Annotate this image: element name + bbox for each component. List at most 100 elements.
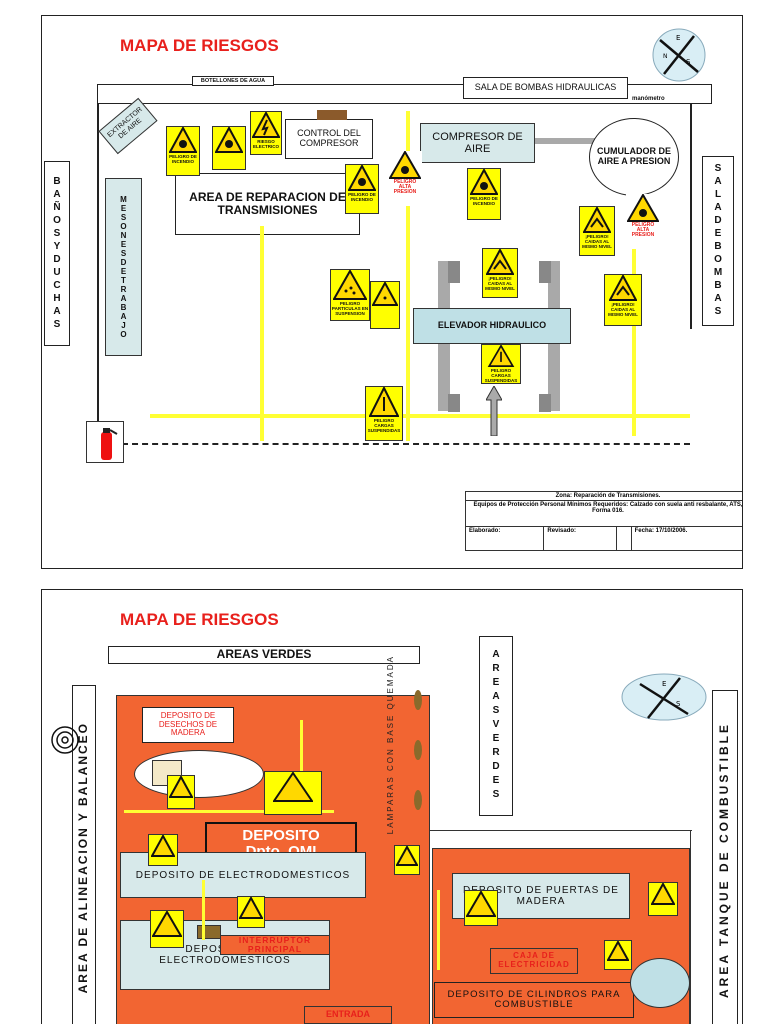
botellones-label: BOTELLONES DE AGUA [192,76,274,86]
sign-riesgo-electrico: RIESGO ELECTRICO [250,111,282,155]
sala-bombas-text: SALADEBOMBAS [712,163,724,319]
lane-v3 [632,246,636,436]
compresor-pipe [535,138,600,144]
manometro-label: manómetro [632,96,665,102]
bottom-sign-5 [150,910,184,948]
mesones-label: MESONESDETRABAJO [105,178,142,356]
mesones-text: MESONESDETRABAJO [119,195,128,339]
areas-verdes-side: AREASVERDES [479,636,513,816]
bottom-sign-7 [464,890,498,926]
wall-right-building-v [690,830,691,1024]
sign-caption: PELIGRO CARGAS SUSPENDIDAS [484,368,518,383]
sign-caidas-2: ¡PELIGRO! CAIDAS AL MISMO NIVEL [482,248,518,298]
sign-caption: ¡PELIGRO! CAIDAS AL MISMO NIVEL [582,234,612,249]
bottom-sign-4 [237,896,265,928]
top-map-title: MAPA DE RIESGOS [120,36,279,55]
sign-caption: PELIGRO DE INCENDIO [169,154,197,164]
sign-cargas-2: PELIGRO CARGAS SUSPENDIDAS [365,386,403,441]
banos-text: BAÑOSYDUCHAS [51,175,63,332]
extractor-label: EXTRACTOR DE AIRE [98,97,158,155]
tanque-box: AREA TANQUE DE COMBUSTIBLE [712,690,738,1024]
deposito-desechos-label: DEPOSITO DE DESECHOS DE MADERA [142,707,234,743]
lamp-2 [414,740,422,760]
left-wall [97,104,99,439]
svg-text:E: E [676,34,680,42]
acumulador-label: CUMULADOR DE AIRE A PRESION [589,118,679,196]
legend-zona: Zona: Reparación de Transmisiones. [465,491,742,501]
bottom-map-title: MAPA DE RIESGOS [120,610,279,629]
sign-caption: ¡PELIGRO! CAIDAS AL MISMO NIVEL [485,276,515,291]
sign-cargas-1: PELIGRO CARGAS SUSPENDIDAS [481,344,521,384]
sign-caidas-1: ¡PELIGRO! CAIDAS AL MISMO NIVEL [579,206,615,256]
entrada-label: ENTRADA [304,1006,392,1024]
deposito-omi-1: DEPOSITO [242,826,320,844]
wall-right-building [430,830,692,831]
bottom-sign-9 [604,940,632,970]
arrow-line-4 [437,890,440,970]
caja-label: CAJA DE ELECTRICIDAD [490,948,578,974]
fire-extinguisher-icon [86,421,124,463]
bottom-sign-3 [148,834,178,866]
arrow-line-2 [124,810,334,813]
sign-alta-presion: PELIGRO ALTA PRESION [388,151,422,206]
lane-v2 [406,111,410,441]
sign-peligro-incendio-2: PELIGRO DE INCENDIO [345,164,379,214]
sign-caption: PELIGRO PARTICULAS EN SUSPENSION [331,301,369,316]
sign-caption: PELIGRO ALTA PRESION [393,179,417,195]
sign-caption: ¡PELIGRO! CAIDAS AL MISMO NIVEL [608,302,638,317]
compass-icon: E S N [650,26,708,84]
alineacion-text: AREA DE ALINEACION Y BALANCEO [76,721,91,994]
areas-verdes-side-text: AREASVERDES [490,649,502,803]
sign-peligro-incendio: PELIGRO DE INCENDIO [166,126,200,176]
sign-particulas-1: PELIGRO PARTICULAS EN SUSPENSION [330,269,370,321]
lamparas-text: LAMPARAS CON BASE QUEMADA [385,655,395,835]
bottom-sign-8 [648,882,678,916]
lamp-3 [414,790,422,810]
legend-table: Zona: Reparación de Transmisiones. Equip… [464,491,742,551]
bottom-sign-2 [264,771,322,815]
alineacion-box: AREA DE ALINEACION Y BALANCEO [72,685,96,1024]
top-risk-map: MAPA DE RIESGOS E S N BOTELLONES DE AGUA… [41,15,743,569]
sign-peligro-incendio-3: PELIGRO DE INCENDIO [467,168,501,220]
interruptor-icon [197,925,221,939]
legend-fecha: Fecha: 17/10/2006. [630,526,742,551]
dashed-line [122,443,690,445]
cilindros-box: DEPOSITO DE CILINDROS PARA COMBUSTIBLE [434,982,634,1018]
sign-caption: PELIGRO CARGAS SUSPENDIDAS [367,418,401,433]
arrow-line-1 [300,720,303,780]
legend-revisado: Revisado: [543,526,618,551]
tanque-text: AREA TANQUE DE COMBUSTIBLE [717,722,732,998]
sign-caidas-3: ¡PELIGRO! CAIDAS AL MISMO NIVEL [604,274,642,326]
legend-elaborado: Elaborado: [464,526,545,551]
cylinders-area [630,958,690,1008]
svg-text:E: E [662,680,666,688]
bottom-sign-1 [167,775,195,809]
elevador-post-1 [448,261,460,283]
elevador-post-3 [448,394,460,412]
svg-text:S: S [686,58,691,66]
sign-caption: PELIGRO ALTA PRESION [631,222,655,238]
elevador-label: ELEVADOR HIDRAULICO [413,308,571,344]
legend-equipos: Equipos de Protección Personal Mínimos R… [465,500,742,527]
sign-caption: RIESGO ELECTRICO [252,139,279,149]
lane-h [150,414,690,418]
compass-icon-2: E S [620,672,708,722]
svg-text:N: N [663,53,668,60]
bottom-sign-6 [394,845,420,875]
lamparas-strip: LAMPARAS CON BASE QUEMADA [382,650,398,840]
sign-caption: PELIGRO DE INCENDIO [470,196,498,206]
balanceo-icon [50,725,80,755]
svg-text:S: S [676,700,681,708]
banos-label: BAÑOSYDUCHAS [44,161,70,346]
area-reparacion-label: AREA DE REPARACION DE TRANSMISIONES [175,173,360,235]
elevador-post-2 [539,261,551,283]
elevador-post-4 [539,394,551,412]
control-compresor-bar [317,110,347,120]
bottom-risk-map: MAPA DE RIESGOS AREAS VERDES AREASVERDES… [41,589,743,1024]
elevador-arrow-icon [485,384,503,437]
interruptor-label: INTERRUPTOR PRINCIPAL [220,935,330,955]
compresor-label: COMPRESOR DE AIRE [420,123,535,163]
sign-particulas-2 [370,281,400,329]
arrow-line-3 [202,880,205,940]
